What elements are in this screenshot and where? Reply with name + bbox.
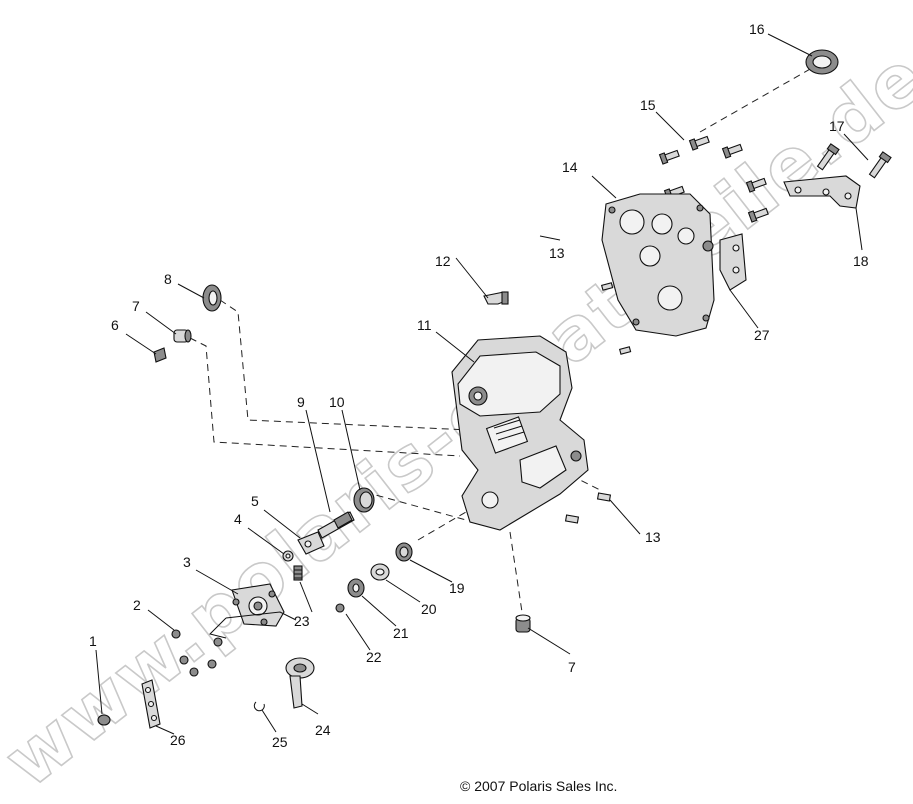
callout-9: 9 bbox=[297, 394, 305, 410]
part-19-gear bbox=[395, 542, 413, 562]
callout-20: 20 bbox=[421, 601, 437, 617]
part-11-gearcase-housing bbox=[451, 335, 589, 531]
callout-4: 4 bbox=[234, 511, 242, 527]
callout-13-upper: 13 bbox=[549, 245, 565, 261]
callout-11: 11 bbox=[417, 317, 432, 333]
part-8-seal bbox=[202, 284, 222, 312]
part-24-bushing-bracket bbox=[285, 657, 315, 709]
callout-17: 17 bbox=[829, 118, 845, 134]
callout-27: 27 bbox=[754, 327, 770, 343]
part-5-lever bbox=[297, 531, 325, 555]
assembly-guide-lines bbox=[189, 67, 813, 613]
part-25-clip bbox=[253, 701, 265, 712]
part-26-link bbox=[141, 679, 161, 729]
part-17-bolts bbox=[816, 143, 892, 179]
part-9-shaft bbox=[317, 511, 355, 539]
callout-3: 3 bbox=[183, 554, 191, 570]
part-16-bearing bbox=[805, 49, 839, 75]
part-23-spring bbox=[293, 565, 303, 581]
callout-1: 1 bbox=[89, 633, 97, 649]
part-22-ball bbox=[335, 603, 345, 613]
part-12-breather-fitting bbox=[483, 291, 509, 305]
leader-lines bbox=[95, 33, 869, 735]
callout-7-lower: 7 bbox=[568, 659, 576, 675]
callout-25: 25 bbox=[272, 734, 288, 750]
callout-14: 14 bbox=[562, 159, 578, 175]
callout-2: 2 bbox=[133, 597, 141, 613]
part-10-gear bbox=[353, 487, 375, 513]
callout-numbers: 1 2 3 4 5 6 7 8 9 10 11 12 13 13 14 15 1… bbox=[89, 21, 869, 750]
callout-19: 19 bbox=[449, 580, 465, 596]
callout-18: 18 bbox=[853, 253, 869, 269]
part-13-dowel-pins bbox=[564, 282, 632, 524]
part-1-nut bbox=[97, 714, 111, 726]
part-7-plug-upper bbox=[173, 329, 192, 343]
part-6-clip bbox=[153, 347, 167, 363]
part-14-cover bbox=[601, 193, 715, 337]
callout-21: 21 bbox=[393, 625, 409, 641]
part-4-washer bbox=[282, 550, 294, 562]
part-27-bracket bbox=[702, 233, 747, 291]
callout-22: 22 bbox=[366, 649, 382, 665]
callout-15: 15 bbox=[640, 97, 656, 113]
callout-10: 10 bbox=[329, 394, 345, 410]
callout-16: 16 bbox=[749, 21, 765, 37]
part-20-washer bbox=[370, 563, 390, 581]
part-7-plug-lower bbox=[515, 614, 531, 633]
part-18-bracket bbox=[783, 175, 861, 209]
callout-23: 23 bbox=[294, 613, 310, 629]
callout-13-lower: 13 bbox=[645, 529, 661, 545]
copyright-notice: © 2007 Polaris Sales Inc. bbox=[460, 778, 618, 794]
callout-6: 6 bbox=[111, 317, 119, 333]
callout-24: 24 bbox=[315, 722, 331, 738]
part-21-gear bbox=[347, 578, 365, 598]
part-15-bolts bbox=[658, 135, 769, 223]
callout-8: 8 bbox=[164, 271, 172, 287]
part-2-screws bbox=[171, 629, 223, 677]
callout-26: 26 bbox=[170, 732, 186, 748]
callout-7-upper: 7 bbox=[132, 298, 140, 314]
callout-12: 12 bbox=[435, 253, 451, 269]
callout-5: 5 bbox=[251, 493, 259, 509]
watermark-text: www.polaris-ersatzteile.de bbox=[0, 34, 913, 804]
